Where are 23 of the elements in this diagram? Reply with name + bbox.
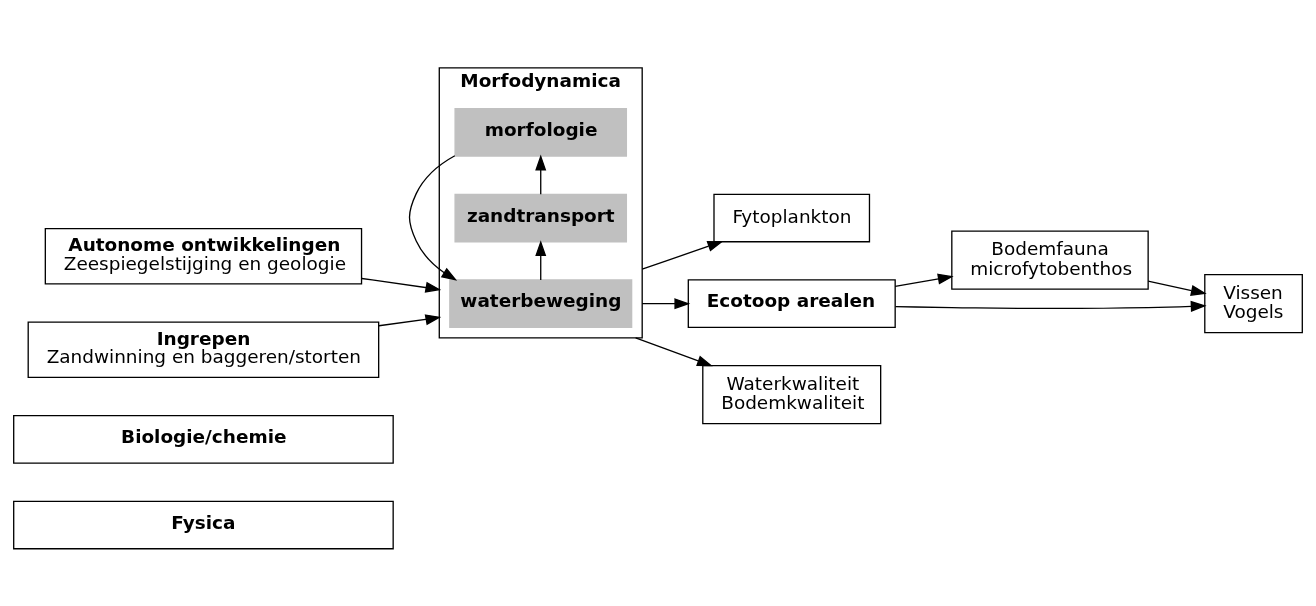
node-box: morfologie <box>454 108 628 157</box>
node-box: Autonome ontwikkelingen Zeespiegelstijging en geologie <box>44 227 363 285</box>
node-box: waterbeweging <box>449 279 633 329</box>
arrow <box>361 277 442 293</box>
node-box: Fysica <box>13 500 394 550</box>
arrow <box>641 298 691 310</box>
arrow <box>894 273 954 287</box>
arrow <box>1147 280 1207 296</box>
arrow <box>378 314 442 327</box>
arrow <box>535 154 547 195</box>
arrow <box>641 241 724 270</box>
node-box: Bodemfauna microfytobenthos <box>951 230 1149 290</box>
node-box: Ecotoop arealen <box>687 279 896 329</box>
node-box: Fytoplankton <box>713 193 871 243</box>
node-box: Biologie/chemie <box>13 415 394 464</box>
node-box: Vissen Vogels <box>1204 274 1303 334</box>
arrow <box>894 300 1207 312</box>
node-box: Ingrepen Zandwinning en baggeren/storten <box>27 321 380 379</box>
node-box: zandtransport <box>454 193 628 243</box>
arrow <box>535 240 547 281</box>
arrow <box>634 337 713 367</box>
arrow <box>408 155 458 281</box>
node-box: Waterkwaliteit Bodemkwaliteit <box>702 364 882 425</box>
